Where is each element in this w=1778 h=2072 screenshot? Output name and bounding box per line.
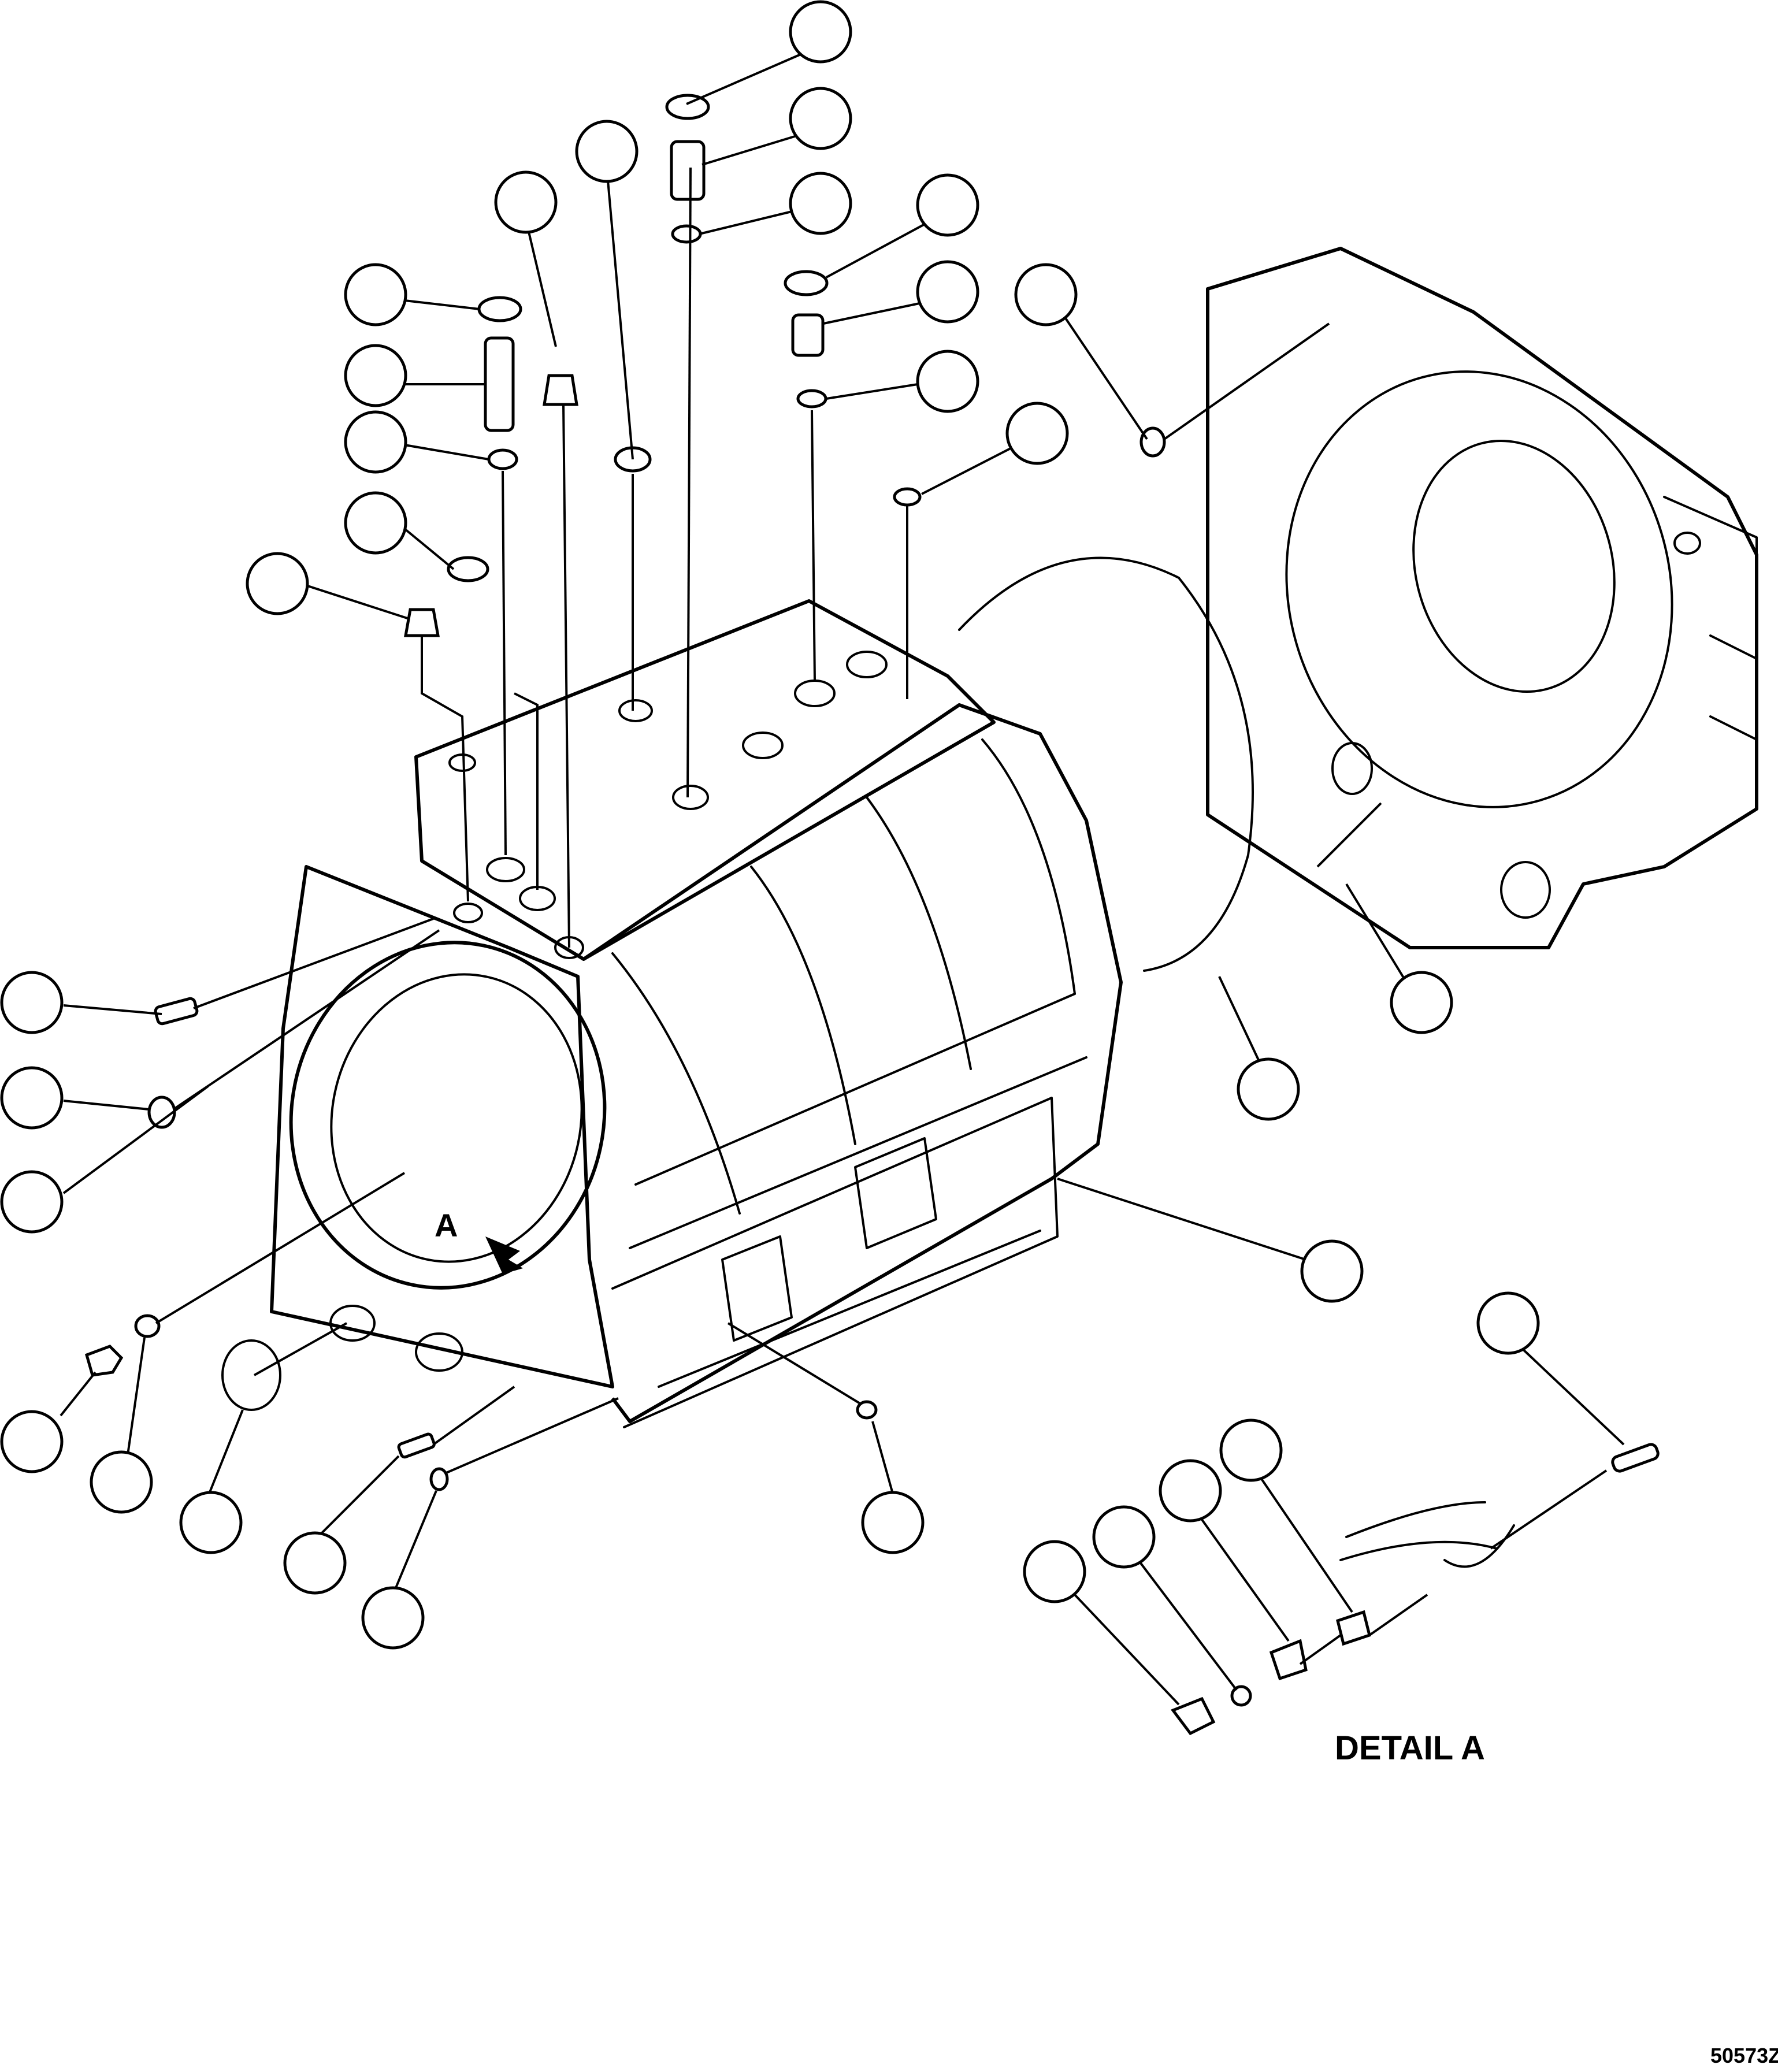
callout-bubble: [179, 1491, 243, 1554]
callout-bubble: [1390, 971, 1453, 1034]
view-marker-label: A: [435, 1207, 458, 1243]
detail-a-title: DETAIL A: [1335, 1729, 1485, 1767]
callout-bubble: [0, 1066, 64, 1130]
callout-bubble: [0, 971, 64, 1034]
callout-bubble: [344, 263, 407, 326]
callout-bubble: [789, 87, 852, 150]
callout-bubble: [1159, 1459, 1222, 1523]
callout-bubble: [361, 1586, 425, 1650]
callout-bubble: [1219, 1419, 1283, 1482]
callout-bubble: [1476, 1291, 1540, 1355]
callout-bubble: [494, 170, 558, 234]
callout-bubble: [1237, 1057, 1300, 1121]
callout-bubble: [344, 344, 407, 407]
callout-bubble: [789, 0, 852, 64]
view-arrow: [485, 1236, 523, 1274]
transmission-housing: A: [270, 599, 1123, 1428]
callout-bubble: [916, 350, 979, 413]
callout-bubble: [1014, 263, 1078, 326]
flange-adapter: [1206, 247, 1758, 949]
callout-bubble: [1092, 1505, 1156, 1569]
callout-bubble: [916, 260, 979, 324]
callout-bubbles: [0, 0, 1540, 1650]
figure-reference-number: 50573Z: [1710, 2044, 1778, 2067]
callout-bubble: [1005, 402, 1069, 465]
callout-bubble: [344, 410, 407, 474]
callout-bubble: [789, 172, 852, 235]
callout-bubble: [90, 1450, 153, 1514]
callout-bubble: [0, 1170, 64, 1234]
callout-bubble: [916, 173, 979, 237]
callout-bubble: [344, 491, 407, 555]
front-parts: [84, 997, 878, 1491]
leader-lines: [60, 51, 1625, 1706]
callout-bubble: [1023, 1540, 1086, 1603]
callout-bubble: [575, 120, 639, 183]
callout-bubble: [0, 1410, 64, 1473]
callout-bubble: [1300, 1239, 1364, 1303]
callout-bubble: [283, 1531, 347, 1595]
detail-a-parts: [1171, 1443, 1660, 1736]
top-parts: [404, 94, 1166, 637]
callout-bubble: [861, 1491, 925, 1554]
gasket: [958, 556, 1254, 972]
callout-bubble: [246, 552, 309, 615]
